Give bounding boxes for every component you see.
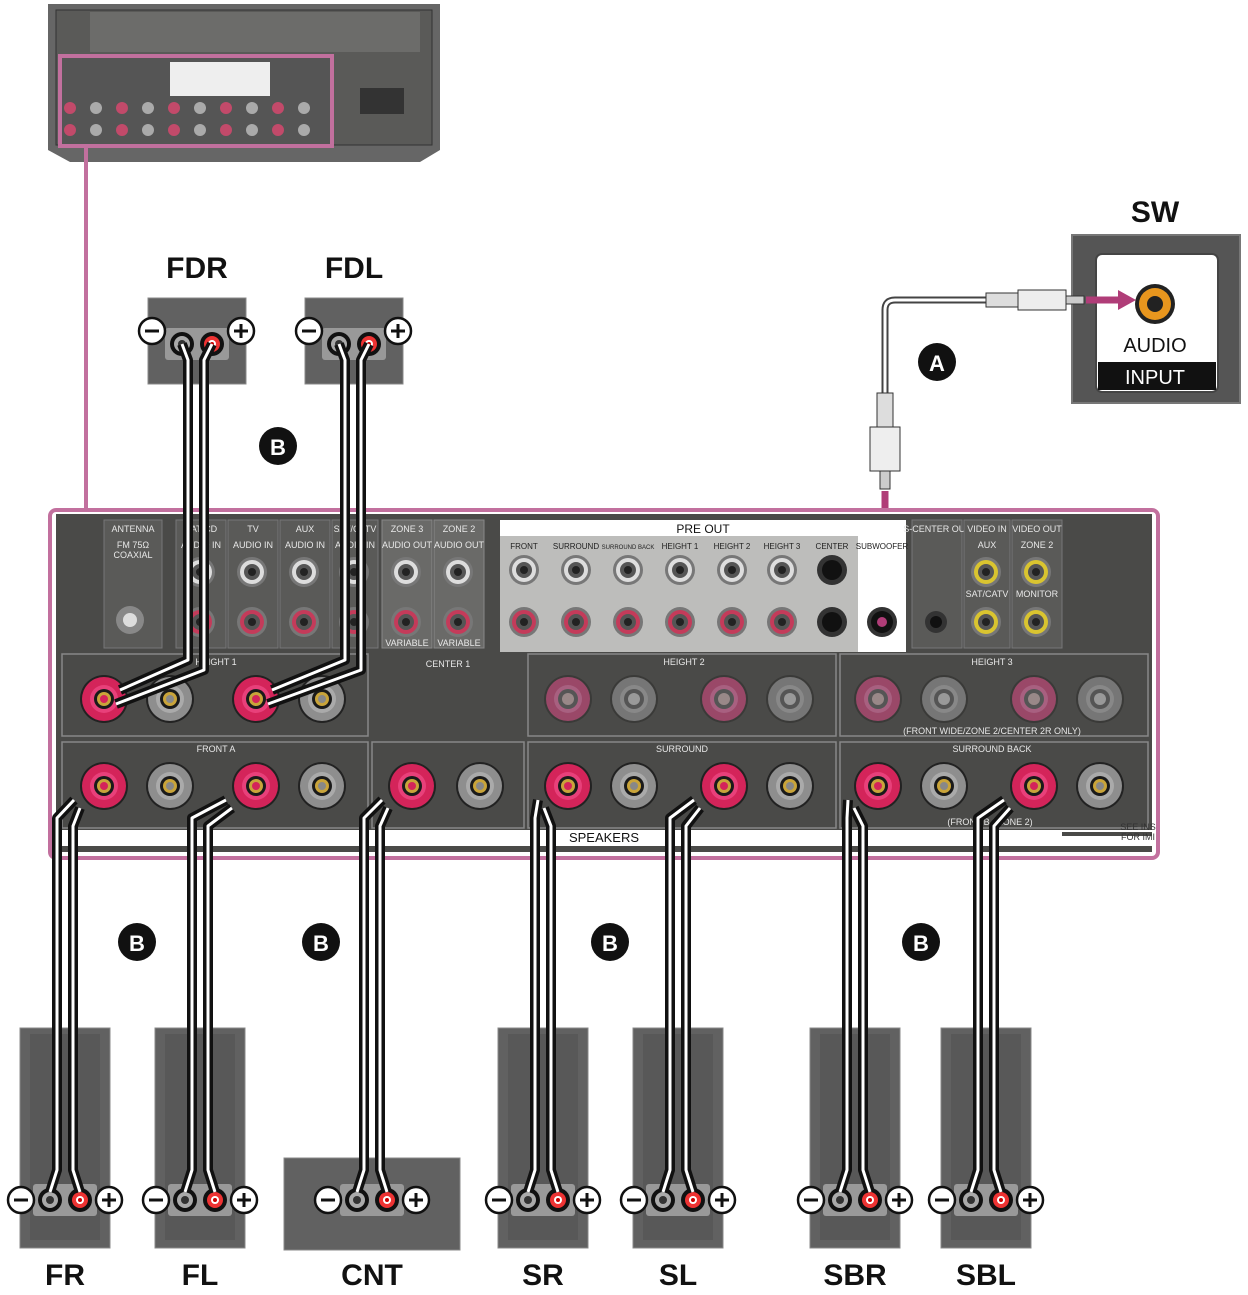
svg-text:HEIGHT 1: HEIGHT 1 xyxy=(195,657,236,667)
input-section: ANTENNA FM 75Ω COAXIAL SAT/CD AUDIO IN T… xyxy=(103,519,485,649)
svg-text:AUX: AUX xyxy=(296,524,315,534)
speaker-label-fdr: FDR xyxy=(166,252,228,285)
svg-text:B: B xyxy=(913,931,929,956)
speaker-fdr: FDR xyxy=(137,252,256,385)
pre-out-col-label: CENTER xyxy=(816,542,849,551)
svg-text:AUX: AUX xyxy=(978,540,997,550)
pre-out-col-label: SUBWOOFER xyxy=(856,542,909,551)
rear-panel: ANTENNA FM 75Ω COAXIAL SAT/CD AUDIO IN T… xyxy=(48,508,1160,860)
svg-text:HEIGHT 3: HEIGHT 3 xyxy=(971,657,1012,667)
pre-out-col-label: HEIGHT 2 xyxy=(714,542,751,551)
svg-text:FM 75Ω: FM 75Ω xyxy=(117,540,150,550)
speaker-label-sl: SL xyxy=(659,1259,697,1292)
svg-text:VIDEO OUT: VIDEO OUT xyxy=(1012,524,1062,534)
speaker-label-fdl: FDL xyxy=(325,252,383,285)
svg-text:AUDIO IN: AUDIO IN xyxy=(335,540,375,550)
svg-text:COAXIAL: COAXIAL xyxy=(113,550,152,560)
speaker-sbr: SBR xyxy=(796,1027,914,1292)
svg-text:AUDIO IN: AUDIO IN xyxy=(285,540,325,550)
speaker-sr: SR xyxy=(484,1027,602,1292)
speaker-fl: FL xyxy=(141,1027,259,1292)
subwoofer: SW AUDIO INPUT xyxy=(1071,196,1241,404)
receiver-thumbnail xyxy=(48,4,440,162)
svg-text:VARIABLE: VARIABLE xyxy=(437,638,480,648)
speaker-label-fr: FR xyxy=(45,1259,85,1292)
svg-text:S-CENTER OUT: S-CENTER OUT xyxy=(903,524,971,534)
svg-text:VARIABLE: VARIABLE xyxy=(385,638,428,648)
speaker-label-fl: FL xyxy=(182,1259,219,1292)
cable-b-badge-top: B xyxy=(259,427,297,465)
svg-text:AUDIO OUT: AUDIO OUT xyxy=(382,540,433,550)
svg-text:FRONT A: FRONT A xyxy=(197,744,236,754)
svg-text:B: B xyxy=(313,931,329,956)
svg-text:ZONE 2: ZONE 2 xyxy=(443,524,476,534)
video-section: S-CENTER OUT VIDEO IN AUX SAT/CATV VIDEO… xyxy=(903,519,1063,649)
sub-input-label: INPUT xyxy=(1125,367,1185,389)
pre-out-col-label: HEIGHT 3 xyxy=(764,542,801,551)
pre-out-col-label: HEIGHT 1 xyxy=(662,542,699,551)
sub-jack-label: AUDIO xyxy=(1123,335,1186,357)
speaker-label-cnt: CNT xyxy=(341,1259,403,1292)
pre-out-col-label: SURROUND xyxy=(553,542,599,551)
pre-out-col-label: FRONT xyxy=(510,542,538,551)
subwoofer-label: SW xyxy=(1131,196,1180,229)
cable-b-badges-bottom: B B B B xyxy=(118,923,940,961)
svg-text:B: B xyxy=(270,435,286,460)
cables-b xyxy=(45,341,1014,1194)
svg-text:SAT/CATV: SAT/CATV xyxy=(334,524,377,534)
svg-text:MONITOR: MONITOR xyxy=(1016,589,1059,599)
svg-text:ZONE 2: ZONE 2 xyxy=(1021,540,1054,550)
speaker-sl: SL xyxy=(619,1027,737,1292)
svg-text:CENTER 1: CENTER 1 xyxy=(426,659,471,669)
svg-text:AUDIO OUT: AUDIO OUT xyxy=(434,540,485,550)
speaker-sbl: SBL xyxy=(927,1027,1045,1292)
svg-text:ZONE 3: ZONE 3 xyxy=(391,524,424,534)
svg-text:(FRONT B / ZONE 2): (FRONT B / ZONE 2) xyxy=(947,817,1032,827)
svg-text:SEE INS: SEE INS xyxy=(1120,822,1156,832)
svg-text:SURROUND: SURROUND xyxy=(656,744,709,754)
svg-text:PRE OUT: PRE OUT xyxy=(676,522,730,536)
speaker-label-sbl: SBL xyxy=(956,1259,1016,1292)
svg-text:SAT/CATV: SAT/CATV xyxy=(966,589,1009,599)
speaker-fr: FR xyxy=(6,1027,124,1292)
cable-a-badge: A xyxy=(929,351,945,376)
bottom-speakers: FR FL CNT SR SL SBR SBL xyxy=(6,1027,1045,1292)
svg-text:AUDIO IN: AUDIO IN xyxy=(233,540,273,550)
svg-text:SURROUND BACK: SURROUND BACK xyxy=(952,744,1031,754)
speaker-label-sr: SR xyxy=(522,1259,564,1292)
speaker-label-sbr: SBR xyxy=(823,1259,887,1292)
svg-text:VIDEO IN: VIDEO IN xyxy=(967,524,1007,534)
svg-text:(FRONT WIDE/ZONE 2/CENTER 2R O: (FRONT WIDE/ZONE 2/CENTER 2R ONLY) xyxy=(903,726,1081,736)
svg-text:HEIGHT 2: HEIGHT 2 xyxy=(663,657,704,667)
svg-text:FOR IMI: FOR IMI xyxy=(1121,832,1155,842)
speaker-fdl: FDL xyxy=(294,252,413,385)
svg-text:SPEAKERS: SPEAKERS xyxy=(569,830,639,845)
svg-text:TV: TV xyxy=(247,524,259,534)
svg-text:B: B xyxy=(129,931,145,956)
speaker-cnt: CNT xyxy=(283,1157,461,1292)
svg-text:ANTENNA: ANTENNA xyxy=(111,524,154,534)
svg-text:B: B xyxy=(602,931,618,956)
pre-out-col-label: SURROUND BACK xyxy=(602,545,655,551)
